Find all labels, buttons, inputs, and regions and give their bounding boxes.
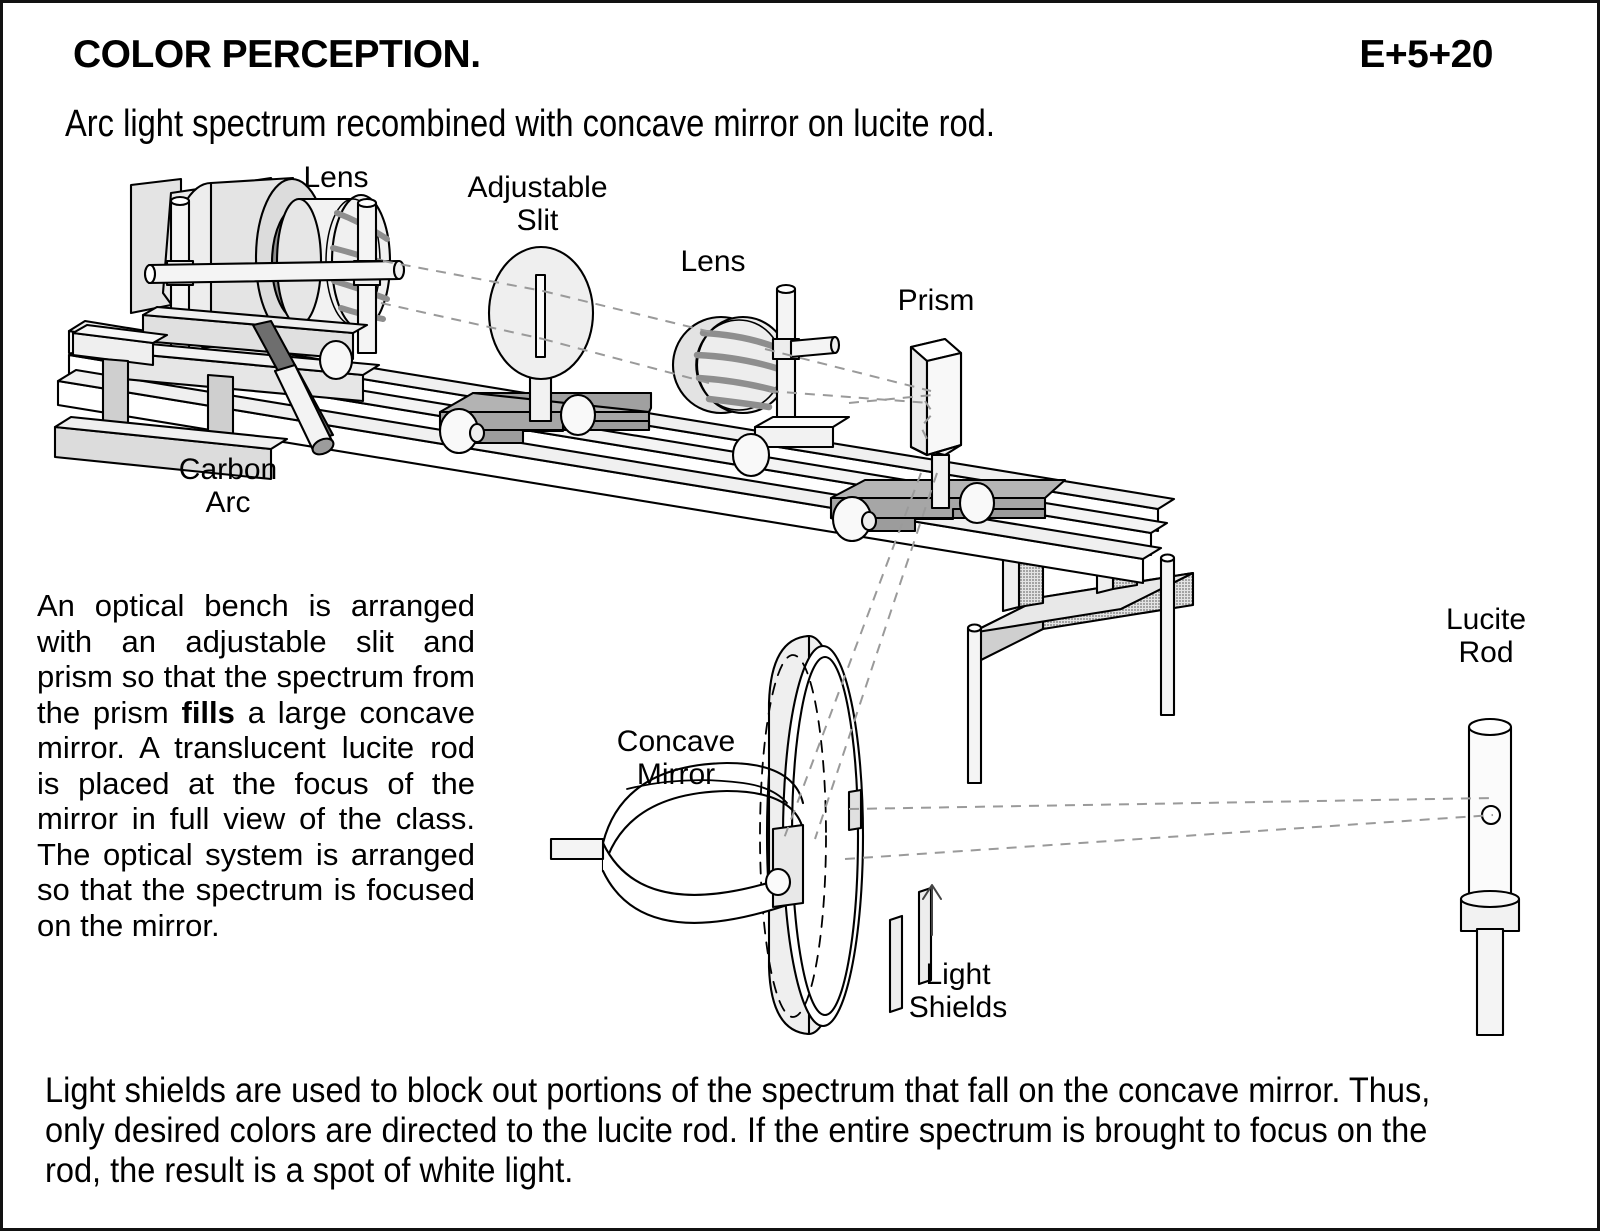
optical-bench-rails [56, 319, 1176, 585]
description-emphasis: fills [181, 694, 235, 730]
page-title: COLOR PERCEPTION. [73, 33, 481, 76]
description-paragraph: An optical bench is arranged with an adj… [37, 588, 475, 943]
label-concave-mirror: Concave Mirror [616, 725, 736, 791]
label-carbon-arc: Carbon Arc [178, 453, 278, 519]
adjustable-slit-assembly [438, 245, 653, 455]
header: COLOR PERCEPTION. E+5+20 [3, 33, 1597, 93]
description-text-part1: An optical bench is arranged with an adj… [37, 588, 475, 730]
footer-paragraph: Light shields are used to block out port… [45, 1071, 1431, 1190]
light-ray-paths [380, 260, 1494, 860]
label-light-shields: Light Shields [908, 958, 1008, 1024]
carbon-arc-lamp [53, 176, 406, 481]
lucite-rod-assembly [1459, 717, 1521, 1037]
label-prism: Prism [897, 284, 975, 317]
label-lucite-rod: Lucite Rod [1445, 603, 1527, 669]
label-lens-1: Lens [303, 161, 369, 194]
lens-2-assembly [671, 283, 851, 478]
label-adjustable-slit: Adjustable Slit [467, 171, 608, 237]
demo-code: E+5+20 [1359, 33, 1493, 76]
description-text-part2: a large concave mirror. A translucent lu… [37, 694, 475, 943]
prism-assembly [829, 337, 1067, 543]
concave-mirror-assembly [549, 634, 865, 1036]
label-lens-2: Lens [680, 245, 746, 278]
bench-support-legs [966, 499, 1195, 785]
page-subtitle: Arc light spectrum recombined with conca… [65, 103, 995, 145]
